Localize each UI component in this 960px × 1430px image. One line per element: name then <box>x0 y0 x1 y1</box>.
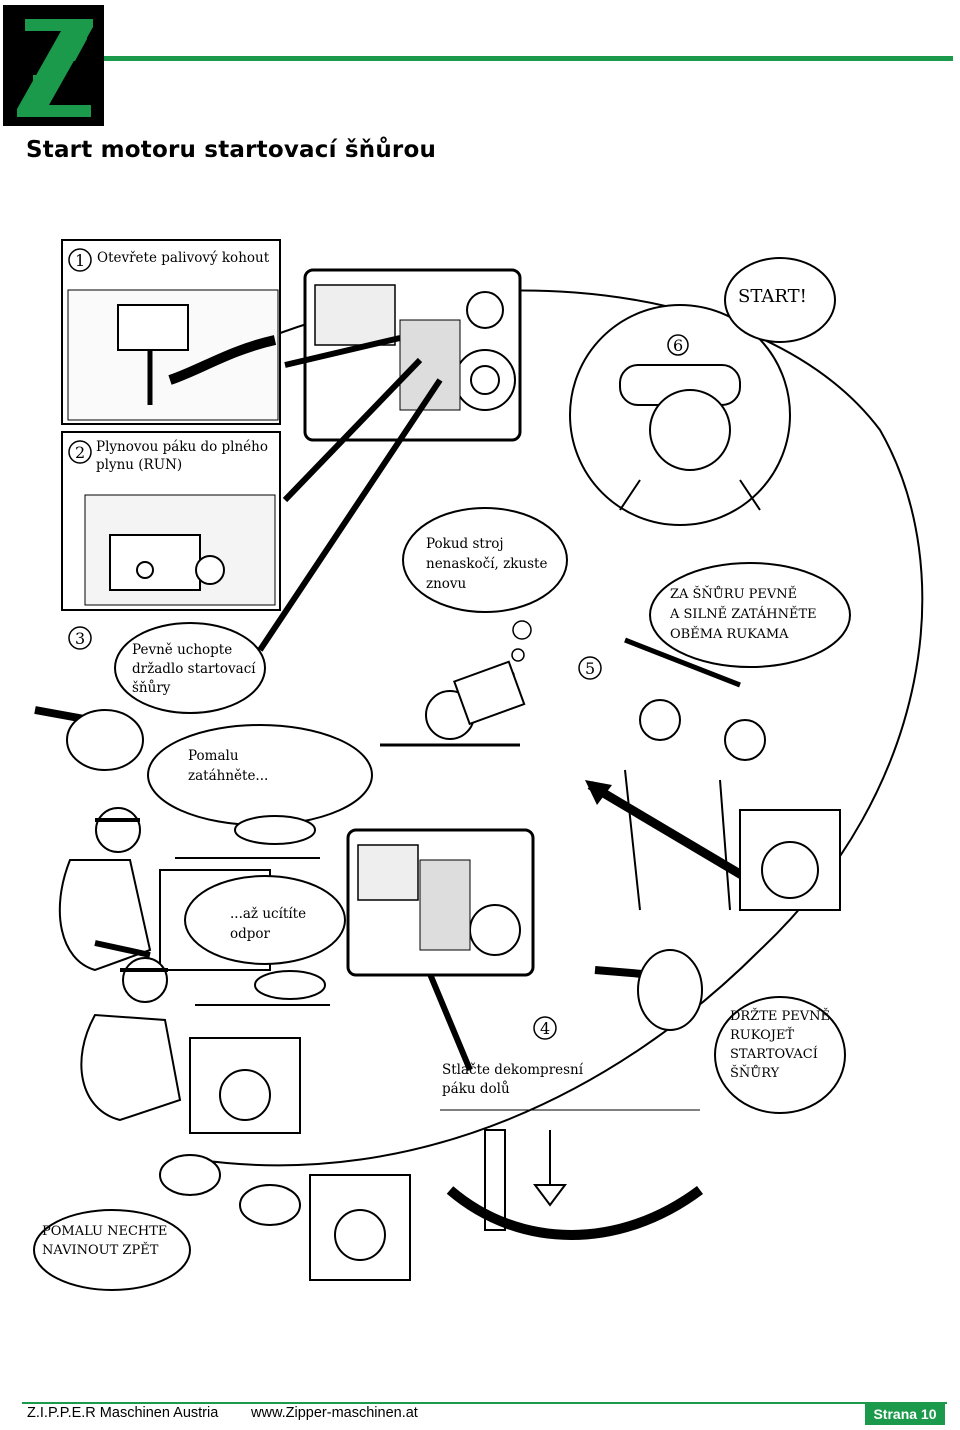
svg-text:1: 1 <box>75 251 85 270</box>
svg-text:...až ucítíte: ...až ucítíte <box>230 906 306 922</box>
svg-text:páku dolů: páku dolů <box>442 1081 510 1097</box>
svg-text:6: 6 <box>673 336 683 355</box>
panel-step-3: 3 Pevně uchopte držadlo startovací šňůry <box>34 622 266 771</box>
cycle-arc <box>179 289 924 1167</box>
slowly-pull-bubble: Pomalu zatáhněte... <box>147 724 373 859</box>
svg-text:5: 5 <box>585 659 595 678</box>
footer-rule <box>22 1402 947 1404</box>
svg-text:POMALU NECHTE: POMALU NECHTE <box>42 1224 167 1239</box>
panel-step-6: 6 START! <box>569 257 836 526</box>
svg-text:znovu: znovu <box>426 576 467 592</box>
svg-text:4: 4 <box>540 1019 550 1038</box>
svg-text:STARTOVACÍ: STARTOVACÍ <box>730 1046 818 1062</box>
pointer-bars <box>257 335 473 1072</box>
svg-text:šňůry: šňůry <box>132 680 171 696</box>
svg-text:Plynovou páku do plného: Plynovou páku do plného <box>96 439 268 455</box>
svg-text:START!: START! <box>738 286 807 307</box>
page-title: Start motoru startovací šňůrou <box>26 137 437 163</box>
header-rule <box>104 56 953 61</box>
svg-text:3: 3 <box>75 629 85 648</box>
hold-handle-bubble: DRŽTE PEVNĚ RUKOJEŤ STARTOVACÍ ŠŇŮRY <box>594 949 846 1114</box>
zipper-logo <box>3 5 104 126</box>
logo-z-mark <box>17 19 93 117</box>
worker-kneeling <box>80 957 301 1134</box>
svg-text:NAVINOUT ZPĚT: NAVINOUT ZPĚT <box>42 1242 159 1258</box>
footer-company: Z.I.P.P.E.R Maschinen Austria <box>27 1405 219 1421</box>
panel-step-5: 5 ZA ŠŇŮRU PEVNĚ A SILNĚ ZATÁHNĚTE OBĚMA… <box>578 562 851 911</box>
generator-center <box>346 828 535 977</box>
start-procedure-illustration: 1 Otevřete palivový kohout 2 Plynovou pá… <box>33 239 924 1291</box>
svg-text:Pomalu: Pomalu <box>188 748 239 764</box>
svg-text:plynu (RUN): plynu (RUN) <box>96 457 182 473</box>
svg-text:Pevně uchopte: Pevně uchopte <box>132 642 232 658</box>
svg-text:ŠŇŮRY: ŠŇŮRY <box>730 1064 780 1081</box>
generator-top <box>303 268 522 442</box>
svg-text:nenaskočí, zkuste: nenaskočí, zkuste <box>426 556 547 572</box>
svg-text:Otevřete palivový kohout: Otevřete palivový kohout <box>97 250 270 266</box>
panel-step-1: 1 Otevřete palivový kohout <box>61 239 281 425</box>
panel-step-4: 4 Stlačte dekompresní páku dolů <box>440 1016 703 1240</box>
feel-resistance-bubble: ...až ucítíte odpor <box>184 875 346 1006</box>
svg-text:Stlačte dekompresní: Stlačte dekompresní <box>442 1062 584 1078</box>
svg-text:ZA ŠŇŮRU PEVNĚ: ZA ŠŇŮRU PEVNĚ <box>670 585 797 602</box>
svg-text:DRŽTE PEVNĚ: DRŽTE PEVNĚ <box>730 1008 830 1024</box>
svg-text:OBĚMA RUKAMA: OBĚMA RUKAMA <box>670 626 789 642</box>
svg-text:držadlo startovací: držadlo startovací <box>132 661 256 677</box>
footer-website-link[interactable]: www.Zipper-maschinen.at <box>251 1405 418 1421</box>
let-back-panel: POMALU NECHTE NAVINOUT ZPĚT <box>33 1154 411 1291</box>
svg-text:A SILNĚ ZATÁHNĚTE: A SILNĚ ZATÁHNĚTE <box>669 606 817 622</box>
svg-text:zatáhněte...: zatáhněte... <box>188 768 268 784</box>
svg-text:2: 2 <box>75 443 85 462</box>
svg-text:odpor: odpor <box>230 926 271 942</box>
panel-step-2: 2 Plynovou páku do plného plynu (RUN) <box>61 431 281 611</box>
svg-text:Pokud stroj: Pokud stroj <box>426 536 504 552</box>
retry-bubble: Pokud stroj nenaskočí, zkuste znovu <box>380 507 568 747</box>
page-number-badge: Strana 10 <box>865 1403 945 1425</box>
svg-text:RUKOJEŤ: RUKOJEŤ <box>730 1027 794 1043</box>
